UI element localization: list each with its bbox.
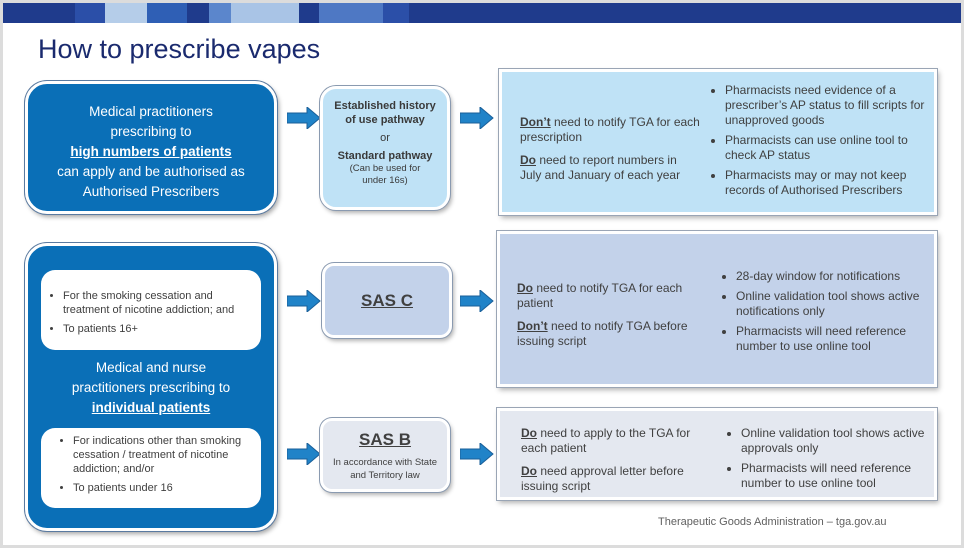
list-item: For the smoking cessation and treatment … [63,289,253,317]
list-item: 28-day window for notifications [736,269,936,284]
pathway-option2: Standard pathway [337,150,433,162]
sasb-pharmacist-list: Online validation tool shows active appr… [727,426,941,496]
list-item: To patients 16+ [63,322,253,336]
list-item: For indications other than smoking cessa… [73,434,253,476]
ap-info-panel: Don’t need to notify TGA for each prescr… [499,69,937,215]
sasc-criteria-box: For the smoking cessation and treatment … [41,270,261,350]
page-title: How to prescribe vapes [38,34,321,64]
individual-patients-box: For the smoking cessation and treatment … [25,243,277,531]
pathway-note: (Can be used for under 16s) [349,163,421,186]
list-item: Pharmacists can use online tool to check… [725,133,930,163]
ap-line4: Authorised Prescribers [82,184,220,199]
list-item: Pharmacists will need reference number t… [741,461,941,491]
list-item: Online validation tool shows active appr… [741,426,941,456]
list-item: To patients under 16 [73,481,253,495]
arrow-right-icon [287,443,321,465]
arrow-right-icon [287,107,321,129]
pathway-or: or [380,132,390,144]
sasb-do-approval: Do need approval letter before issuing s… [521,464,684,493]
ip-emphasis: individual patients [91,400,211,415]
sasb-criteria-box: For indications other than smoking cessa… [41,428,261,508]
sas-b-note: In accordance with State and Territory l… [332,457,438,481]
sasb-do-apply: Do need to apply to the TGA for each pat… [521,426,691,455]
pathway-box: Established history of use pathway or St… [320,86,450,210]
sas-b-box: SAS B In accordance with State and Terri… [320,418,450,492]
ip-line1: Medical and nurse [95,360,207,375]
pathway-option1: Established history of use pathway [334,100,436,126]
list-item: Pharmacists may or may not keep records … [725,168,930,198]
arrow-right-icon [460,290,494,312]
ap-emphasis: high numbers of patients [70,144,232,159]
sas-c-info-panel: Do need to notify TGA for each patient D… [497,231,937,387]
list-item: Online validation tool shows active noti… [736,289,936,319]
ap-pharmacist-list: Pharmacists need evidence of a prescribe… [711,83,930,203]
ip-line2: practitioners prescribing to [71,380,231,395]
sasc-do-notify: Do need to notify TGA for each patient [517,281,683,310]
ap-do-report: Do need to report numbers in July and Ja… [520,153,681,182]
ap-line3: can apply and be authorised as [57,164,245,179]
sas-c-box: SAS C [322,263,452,338]
arrow-right-icon [460,443,494,465]
sasc-pharmacist-list: 28-day window for notifications Online v… [722,269,936,359]
header-color-bar [3,3,961,23]
list-item: Pharmacists need evidence of a prescribe… [725,83,930,128]
slide: How to prescribe vapes Medical practitio… [3,3,961,545]
sas-c-label: SAS C [361,291,413,310]
sas-b-label: SAS B [359,430,411,449]
footer-text: Therapeutic Goods Administration – tga.g… [658,516,887,528]
sas-b-info-panel: Do need to apply to the TGA for each pat… [497,408,937,500]
ap-line1: Medical practitioners [89,104,213,119]
arrow-right-icon [287,290,321,312]
ap-line2: prescribing to [110,124,192,139]
sasc-dont-notify: Don’t need to notify TGA before issuing … [517,319,688,348]
authorised-prescribers-box: Medical practitioners prescribing to hig… [25,81,277,214]
list-item: Pharmacists will need reference number t… [736,324,936,354]
ap-dont-notify: Don’t need to notify TGA for each prescr… [520,115,700,144]
arrow-right-icon [460,107,494,129]
